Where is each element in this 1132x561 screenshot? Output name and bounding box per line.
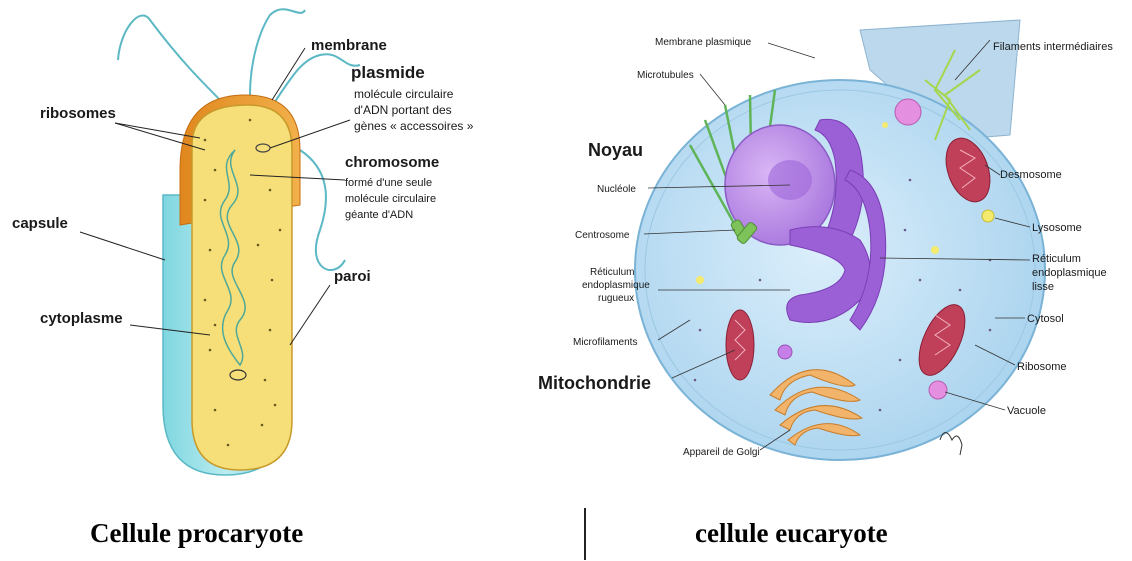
label-plasmide-desc-3: gènes « accessoires » [354, 119, 474, 133]
label-membrane-plasmique: Membrane plasmique [655, 37, 752, 48]
label-plasmide-desc-1: molécule circulaire [354, 87, 454, 101]
label-chromosome-desc-3: géante d'ADN [345, 209, 413, 221]
label-rel-2: endoplasmique [1032, 267, 1107, 279]
prokaryote-drawing [80, 9, 360, 475]
label-ribosomes: ribosomes [40, 105, 116, 122]
label-rel-1: Réticulum [1032, 253, 1081, 265]
label-capsule: capsule [12, 215, 68, 232]
label-microtubules: Microtubules [637, 70, 694, 81]
label-paroi: paroi [334, 268, 371, 285]
label-cytosol: Cytosol [1027, 313, 1064, 325]
label-noyau: Noyau [588, 140, 643, 160]
caption-eukaryote: cellule eucaryote [695, 518, 888, 549]
label-vacuole: Vacuole [1007, 405, 1046, 417]
label-nucleole: Nucléole [597, 184, 636, 195]
label-desmosome: Desmosome [1000, 169, 1062, 181]
label-plasmide: plasmide [351, 63, 425, 82]
label-chromosome: chromosome [345, 154, 439, 171]
label-lysosome: Lysosome [1032, 222, 1082, 234]
caption-divider [584, 508, 586, 560]
label-chromosome-desc-1: formé d'une seule [345, 177, 432, 189]
label-filaments-intermediaires: Filaments intermédiaires [993, 41, 1113, 53]
label-rer-1: Réticulum [590, 267, 634, 278]
label-rer-2: endoplasmique [582, 280, 650, 291]
label-mitochondrie: Mitochondrie [538, 373, 651, 393]
label-ribosome: Ribosome [1017, 361, 1067, 373]
eukaryote-drawing [635, 20, 1045, 460]
label-golgi: Appareil de Golgi [683, 447, 760, 458]
label-chromosome-desc-2: molécule circulaire [345, 193, 436, 205]
caption-prokaryote: Cellule procaryote [90, 518, 303, 549]
label-rer-3: rugueux [598, 293, 634, 304]
label-centrosome: Centrosome [575, 230, 630, 241]
label-plasmide-desc-2: d'ADN portant des [354, 103, 452, 117]
label-microfilaments: Microfilaments [573, 337, 637, 348]
label-membrane: membrane [311, 37, 387, 54]
label-rel-3: lisse [1032, 281, 1054, 293]
label-cytoplasme: cytoplasme [40, 310, 123, 327]
